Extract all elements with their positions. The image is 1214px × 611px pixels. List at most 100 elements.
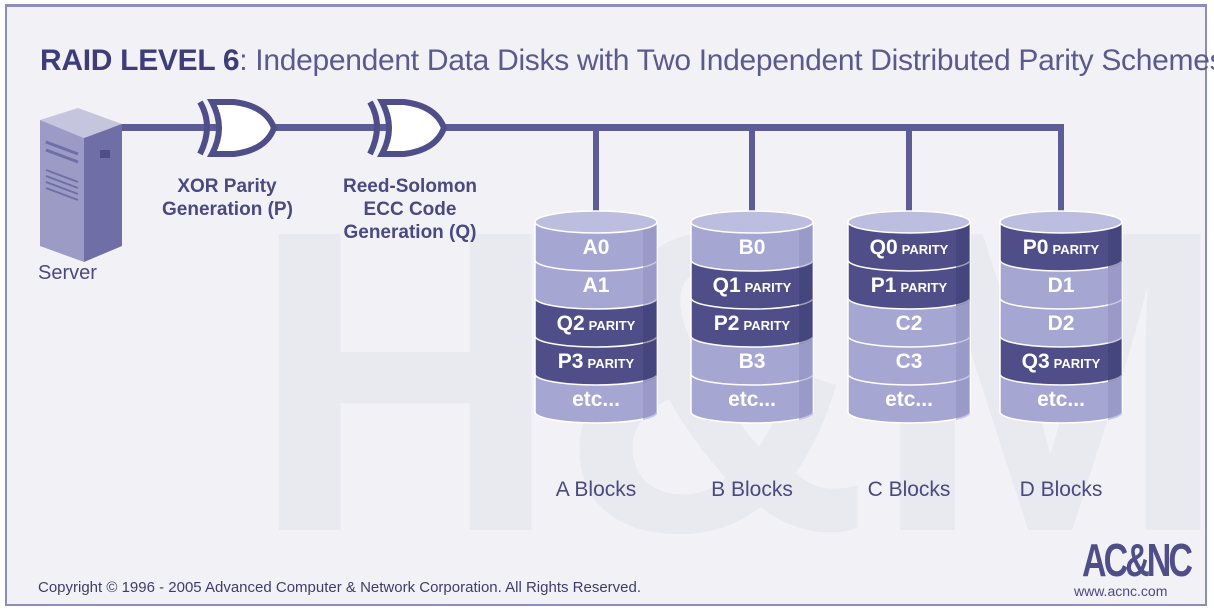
segment-shade bbox=[1108, 222, 1123, 268]
segment-label: D2 bbox=[1048, 312, 1075, 335]
drop-line-a bbox=[593, 131, 599, 211]
segment-main-text: A0 bbox=[583, 236, 610, 259]
segment-label: etc... bbox=[1037, 388, 1085, 411]
title-description: : Independent Data Disks with Two Indepe… bbox=[239, 44, 1214, 77]
segment-parity-tag: PARITY bbox=[1052, 242, 1099, 257]
website-url: www.acnc.com bbox=[1074, 583, 1168, 599]
disk-segment: C3 bbox=[847, 335, 971, 386]
segment-shade bbox=[799, 222, 814, 268]
segment-main-text: D1 bbox=[1048, 274, 1075, 297]
disk-segment: etc... bbox=[847, 373, 971, 424]
segment-parity-tag: PARITY bbox=[745, 280, 792, 295]
server-icon bbox=[40, 108, 122, 262]
page-title: RAID LEVEL 6: Independent Data Disks wit… bbox=[40, 44, 1214, 78]
segment-main-text: etc... bbox=[885, 388, 933, 411]
segment-main-text: B3 bbox=[739, 350, 766, 373]
segment-shade bbox=[643, 260, 658, 306]
disk-top bbox=[847, 210, 971, 234]
segment-shade bbox=[1108, 298, 1123, 344]
segment-parity-tag: PARITY bbox=[902, 242, 949, 257]
segment-main-text: Q2 bbox=[557, 312, 585, 335]
disk-segment: D1 bbox=[999, 259, 1123, 310]
segment-main-text: C2 bbox=[896, 312, 923, 335]
segment-main-text: P1 bbox=[871, 274, 897, 297]
segment-label: A0 bbox=[583, 236, 610, 259]
segment-main-text: P2 bbox=[714, 312, 740, 335]
segment-shade bbox=[1108, 260, 1123, 306]
segment-main-text: P3 bbox=[558, 350, 584, 373]
segment-main-text: B0 bbox=[739, 236, 766, 259]
server-label: Server bbox=[38, 262, 97, 284]
disk-segment: etc... bbox=[690, 373, 814, 424]
rs-label-line-1: Reed-Solomon bbox=[342, 176, 478, 197]
segment-shade bbox=[956, 222, 971, 268]
title-raid-level: RAID LEVEL 6 bbox=[40, 44, 240, 77]
segment-label: etc... bbox=[728, 388, 776, 411]
segment-label: C2 bbox=[896, 312, 923, 335]
disk-segment: B3 bbox=[690, 335, 814, 386]
xor-parity-label: XOR Parity Generation (P) bbox=[162, 175, 293, 221]
disk-top bbox=[534, 210, 658, 234]
segment-shade bbox=[799, 374, 814, 420]
segment-shade bbox=[643, 222, 658, 268]
segment-shade bbox=[956, 298, 971, 344]
segment-parity-tag: PARITY bbox=[1054, 356, 1101, 371]
segment-shade bbox=[1108, 336, 1123, 382]
segment-label: B0 bbox=[739, 236, 766, 259]
disk-label-d: D Blocks bbox=[1019, 478, 1103, 501]
segment-shade bbox=[643, 298, 658, 344]
segment-shade bbox=[643, 336, 658, 382]
segment-main-text: etc... bbox=[728, 388, 776, 411]
disk-segment: C2 bbox=[847, 297, 971, 348]
segment-label: B3 bbox=[739, 350, 766, 373]
disk-label-c: C Blocks bbox=[867, 478, 951, 501]
segment-label: D1 bbox=[1048, 274, 1075, 297]
segment-main-text: Q3 bbox=[1022, 350, 1050, 373]
disk-segment: A0 bbox=[534, 210, 658, 272]
drop-line-b bbox=[749, 131, 755, 211]
segment-label: C3 bbox=[896, 350, 923, 373]
segment-parity-tag: PARITY bbox=[900, 280, 947, 295]
segment-main-text: etc... bbox=[572, 388, 620, 411]
acnc-logo: AC&NC bbox=[1082, 534, 1196, 586]
reed-solomon-label: Reed-Solomon ECC Code Generation (Q) bbox=[335, 175, 485, 244]
segment-shade bbox=[799, 260, 814, 306]
xor-gate-icon bbox=[197, 99, 278, 157]
segment-shade bbox=[643, 374, 658, 420]
segment-main-text: C3 bbox=[896, 350, 923, 373]
logo-text: AC&NC bbox=[1082, 534, 1192, 586]
segment-main-text: A1 bbox=[583, 274, 610, 297]
disk-label-a: A Blocks bbox=[555, 478, 637, 501]
segment-shade bbox=[956, 374, 971, 420]
segment-main-text: P0 bbox=[1023, 236, 1049, 259]
segment-main-text: D2 bbox=[1048, 312, 1075, 335]
disk-segment: A1 bbox=[534, 259, 658, 310]
segment-shade bbox=[956, 260, 971, 306]
segment-shade bbox=[799, 336, 814, 382]
bus-line bbox=[112, 124, 1062, 131]
disk-top bbox=[690, 210, 814, 234]
copyright-text: Copyright © 1996 - 2005 Advanced Compute… bbox=[38, 579, 642, 596]
segment-label: etc... bbox=[572, 388, 620, 411]
segment-parity-tag: PARITY bbox=[587, 356, 634, 371]
disk-segment: D2 bbox=[999, 297, 1123, 348]
segment-main-text: etc... bbox=[1037, 388, 1085, 411]
